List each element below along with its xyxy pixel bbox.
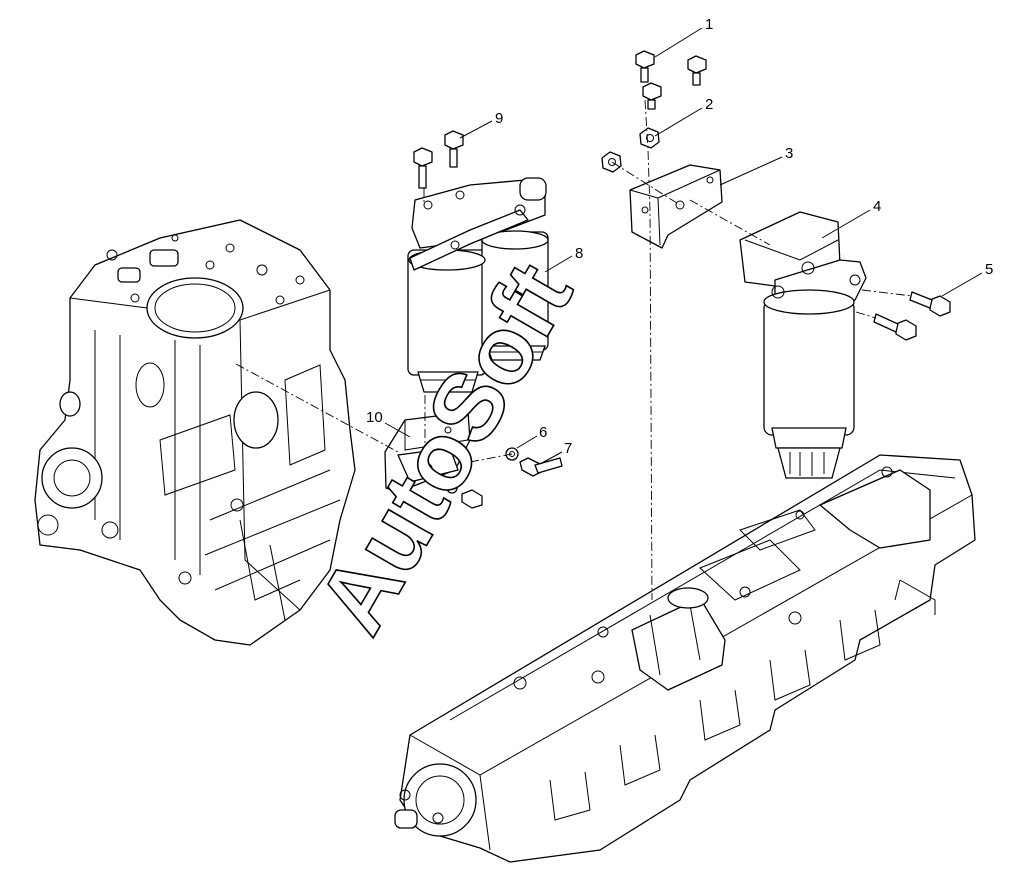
bolt-1-a <box>635 50 655 83</box>
bolt-5-b <box>873 313 917 341</box>
callout-8: 8 <box>575 245 583 262</box>
callout-2: 2 <box>705 96 713 113</box>
nut-2-b <box>601 151 622 173</box>
screw-lower-bracket <box>446 482 483 509</box>
callout-6: 6 <box>539 424 547 441</box>
bolt-9-b <box>444 130 464 168</box>
callout-7: 7 <box>564 440 572 457</box>
callout-3: 3 <box>785 145 793 162</box>
callout-4: 4 <box>873 198 881 215</box>
bolt-1-c <box>642 82 662 110</box>
nut-2-a <box>639 127 660 149</box>
fuel-filter-4 <box>739 211 867 479</box>
callout-5: 5 <box>985 261 993 278</box>
callout-1: 1 <box>705 16 713 33</box>
dual-fuel-filter-8 <box>407 177 549 393</box>
assembly-lines <box>235 99 913 601</box>
engine-block <box>34 219 356 646</box>
rocker-cover <box>394 454 976 863</box>
bolt-1-b <box>687 55 707 86</box>
screw-7 <box>519 457 563 477</box>
callout-labels: 1 2 3 4 5 6 7 8 9 10 <box>366 16 993 457</box>
bracket-10 <box>384 411 471 493</box>
mounting-bracket-3 <box>629 164 723 249</box>
callout-leaders <box>384 27 983 465</box>
callout-9: 9 <box>495 110 503 127</box>
bolt-5-a <box>909 291 951 317</box>
bolt-9-a <box>413 147 433 189</box>
callout-10: 10 <box>366 409 383 426</box>
